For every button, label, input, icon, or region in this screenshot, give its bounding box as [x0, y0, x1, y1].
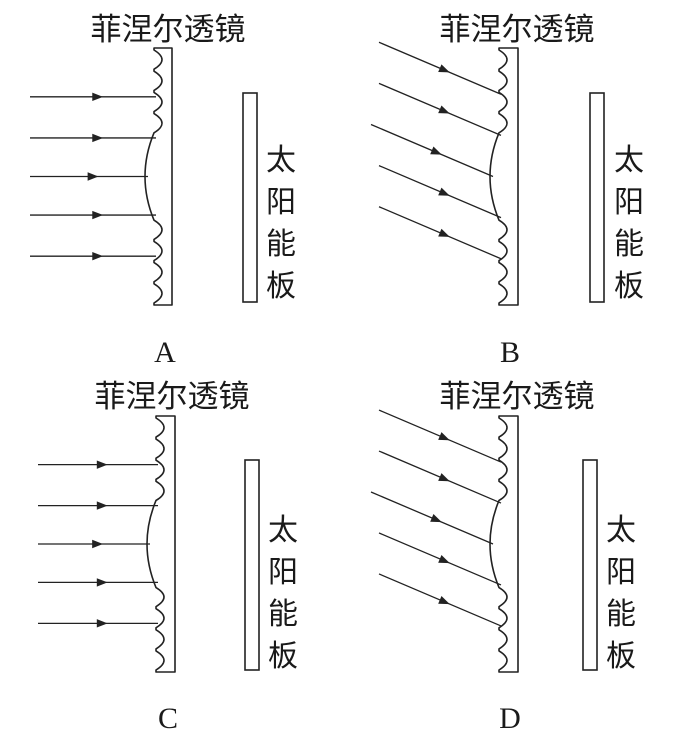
solar-panel-label-char: 阳 — [268, 555, 298, 590]
light-rays — [370, 409, 502, 627]
ray-arrow-icon — [438, 64, 450, 73]
solar-panel-plate — [589, 92, 605, 303]
ray-arrow-icon — [87, 172, 99, 181]
ray-arrow-icon — [96, 619, 108, 628]
lens-title: 菲涅尔透镜 — [91, 12, 246, 48]
solar-panel-label-char: 太 — [606, 513, 636, 548]
solar-panel-label-char: 太 — [266, 143, 296, 178]
solar-panel-label-char: 阳 — [614, 185, 644, 220]
ray-arrow-icon — [96, 460, 108, 469]
fresnel-lens-shape — [489, 415, 519, 673]
ray-arrow-icon — [438, 228, 450, 237]
ray-arrow-icon — [92, 251, 104, 261]
ray-arrow-icon — [96, 578, 108, 587]
option-letter: D — [499, 702, 521, 730]
ray-arrow-icon — [92, 539, 103, 549]
fresnel-lens-shape — [144, 47, 173, 306]
option-letter: B — [500, 336, 520, 369]
ray-arrow-icon — [92, 92, 104, 102]
ray-arrow-icon — [430, 514, 442, 523]
lens-title: 菲涅尔透镜 — [440, 12, 595, 48]
solar-panel-label-char: 阳 — [606, 555, 636, 590]
lens-title: 菲涅尔透镜 — [440, 379, 595, 415]
ray-arrow-icon — [438, 595, 450, 605]
light-rays — [30, 92, 156, 261]
ray-arrow-icon — [438, 187, 450, 196]
solar-panel-label-char: 板 — [606, 639, 636, 674]
option-letter: A — [154, 336, 176, 369]
solar-panel-label-char: 能 — [266, 227, 296, 262]
lens-title: 菲涅尔透镜 — [95, 379, 250, 415]
ray-arrow-icon — [92, 210, 104, 220]
solar-panel-label-char: 板 — [614, 269, 644, 304]
option-letter: C — [158, 702, 178, 730]
ray-arrow-icon — [438, 105, 450, 114]
solar-panel-plate — [582, 459, 598, 671]
ray-arrow-icon — [438, 432, 450, 441]
solar-panel-label-char: 板 — [268, 639, 298, 674]
solar-panel-label-char: 阳 — [266, 185, 296, 220]
ray-arrow-icon — [438, 555, 450, 564]
solar-panel-label-char: 板 — [266, 269, 296, 304]
light-rays — [370, 41, 502, 260]
solar-panel-label-char: 能 — [268, 597, 298, 632]
solar-panel-plate — [242, 92, 258, 303]
light-rays — [38, 460, 158, 628]
solar-panel-label-char: 太 — [614, 143, 644, 178]
ray-arrow-icon — [430, 146, 442, 155]
solar-panel-plate — [244, 459, 260, 671]
fresnel-lens-shape — [489, 47, 519, 306]
solar-panel-label-char: 能 — [614, 227, 644, 262]
ray-arrow-icon — [96, 501, 108, 510]
ray-arrow-icon — [92, 133, 104, 143]
ray-arrow-icon — [438, 473, 450, 482]
solar-panel-label-char: 太 — [268, 513, 298, 548]
fresnel-lens-shape — [146, 415, 176, 673]
solar-panel-label-char: 能 — [606, 597, 636, 632]
